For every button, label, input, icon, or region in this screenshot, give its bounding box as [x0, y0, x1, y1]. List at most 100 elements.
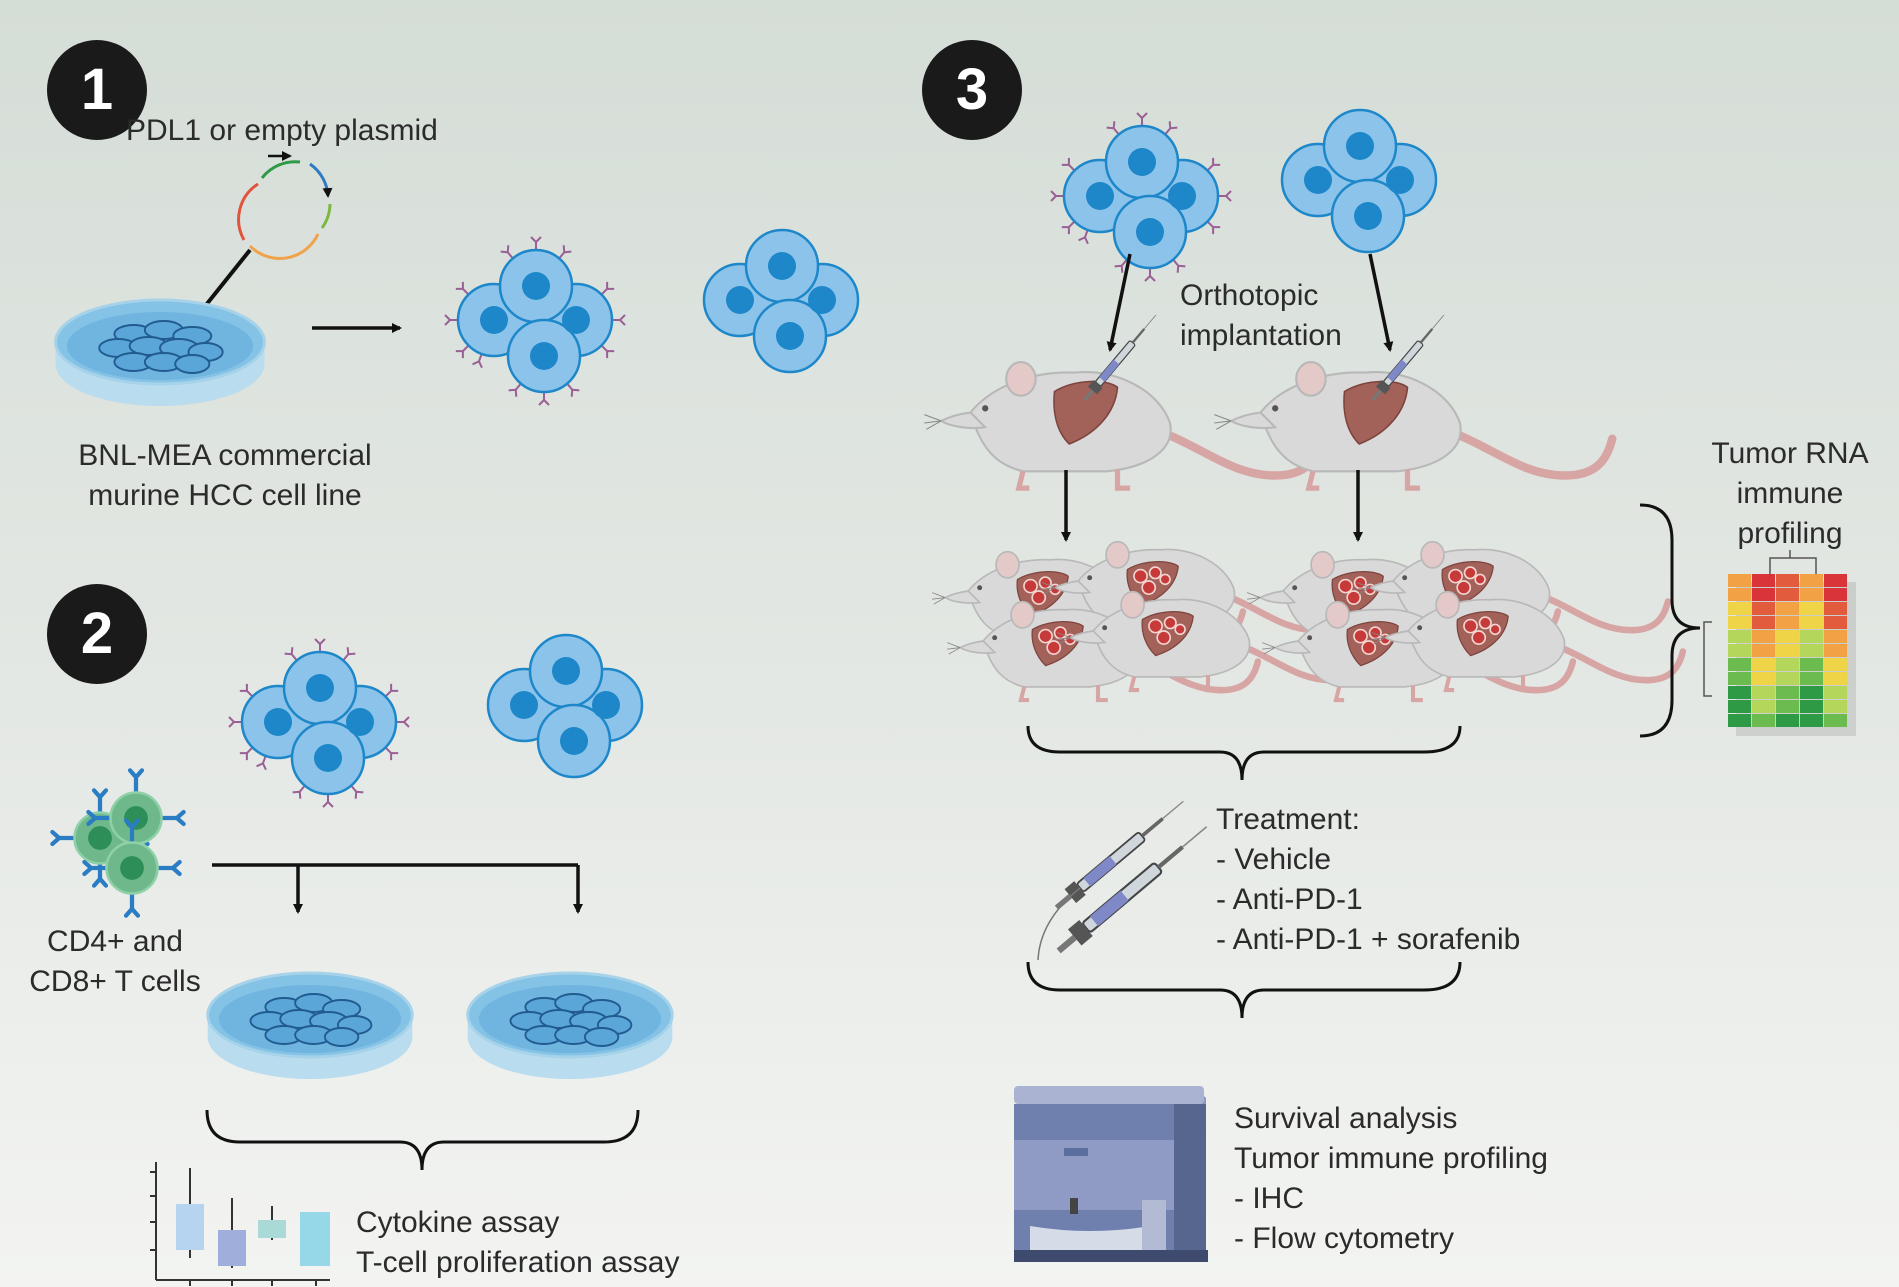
pdl1-cell-cluster-icon: [1051, 113, 1231, 281]
heatmap-cell: [1728, 714, 1751, 727]
heatmap-cell: [1800, 644, 1823, 657]
heatmap-cell: [1728, 672, 1751, 685]
implant-arrow: [1106, 253, 1132, 352]
implant-label-line2: implantation: [1180, 319, 1342, 352]
mouse-icon: [1214, 362, 1612, 488]
t-cell-icon: [52, 770, 183, 915]
heatmap-cell: [1800, 672, 1823, 685]
petri-dish-icon: [206, 971, 414, 1081]
analysis-item: - Flow cytometry: [1234, 1222, 1455, 1255]
heatmap-cell: [1776, 714, 1799, 727]
heatmap-cell: [1752, 700, 1775, 713]
heatmap-cell: [1752, 644, 1775, 657]
heatmap-cell: [1752, 630, 1775, 643]
profiling-label-line3: profiling: [1737, 517, 1843, 550]
heatmap-cell: [1776, 686, 1799, 699]
split-arrow: [212, 863, 583, 914]
step-badge-2: 2: [47, 584, 147, 684]
plain-cell-cluster-icon: [1280, 108, 1438, 254]
analysis-item: Survival analysis: [1234, 1102, 1458, 1135]
heatmap-cell: [1824, 686, 1847, 699]
heatmap-cell: [1752, 616, 1775, 629]
heatmap-cell: [1728, 630, 1751, 643]
assay-label-1: Cytokine assay: [356, 1206, 560, 1239]
profiling-brace: [1639, 503, 1701, 738]
tumor-bearing-mouse-icon: [932, 542, 1683, 700]
heatmap-cell: [1776, 644, 1799, 657]
assay-brace: [205, 1109, 640, 1171]
heatmap-cell: [1800, 700, 1823, 713]
petri-dish-icon: [466, 971, 674, 1081]
heatmap-cell: [1776, 616, 1799, 629]
heatmap-cell: [1824, 644, 1847, 657]
plain-cell-cluster-icon: [702, 228, 860, 374]
implant-label-line1: Orthotopic: [1180, 279, 1319, 312]
assay-label-2: T-cell proliferation assay: [356, 1246, 680, 1279]
heatmap-cell: [1728, 602, 1751, 615]
heatmap-cell: [1752, 672, 1775, 685]
plasmid-label: PDL1 or empty plasmid: [126, 114, 438, 147]
heatmap-cell: [1776, 588, 1799, 601]
syringe-icon: [1037, 793, 1215, 961]
heatmap-cell: [1752, 714, 1775, 727]
heatmap-cell: [1728, 616, 1751, 629]
treatment-item: - Anti-PD-1 + sorafenib: [1216, 923, 1521, 956]
heatmap-cell: [1824, 588, 1847, 601]
heatmap-cell: [1776, 672, 1799, 685]
heatmap-cell: [1800, 588, 1823, 601]
heatmap-cell: [1824, 672, 1847, 685]
heatmap-cell: [1800, 658, 1823, 671]
heatmap-cell: [1824, 700, 1847, 713]
heatmap-icon: [1703, 550, 1856, 736]
heatmap-cell: [1752, 602, 1775, 615]
box-plot-icon: [150, 1162, 330, 1286]
analysis-item: - IHC: [1234, 1182, 1304, 1215]
heatmap-cell: [1728, 644, 1751, 657]
pdl1-cell-cluster-icon: [229, 639, 409, 807]
heatmap-cell: [1800, 686, 1823, 699]
heatmap-cell: [1800, 574, 1823, 587]
step-badge-1: 1: [47, 40, 147, 140]
tcells-label-line1: CD4+ and: [47, 925, 183, 958]
heatmap-cell: [1728, 700, 1751, 713]
heatmap-cell: [1800, 616, 1823, 629]
cell-line-label-line2: murine HCC cell line: [88, 479, 362, 512]
heatmap-cell: [1776, 574, 1799, 587]
cell-line-label-line1: BNL-MEA commercial: [78, 439, 372, 472]
implant-arrow: [1368, 253, 1394, 352]
heatmap-cell: [1824, 630, 1847, 643]
tcells-label-line2: CD8+ T cells: [29, 965, 201, 998]
treatment-item: - Vehicle: [1216, 843, 1332, 876]
profiling-label-line1: Tumor RNA: [1711, 437, 1869, 470]
heatmap-cell: [1824, 574, 1847, 587]
analysis-brace: [1026, 961, 1462, 1019]
flow-cytometer-icon: [1014, 1086, 1208, 1262]
heatmap-cell: [1824, 602, 1847, 615]
heatmap-cell: [1728, 686, 1751, 699]
treatment-item: - Anti-PD-1: [1216, 883, 1363, 916]
step-badge-3: 3: [922, 40, 1022, 140]
heatmap-cell: [1752, 686, 1775, 699]
treatment-brace: [1026, 725, 1462, 781]
heatmap-cell: [1800, 714, 1823, 727]
plain-cell-cluster-icon: [486, 633, 644, 779]
analysis-item: Tumor immune profiling: [1234, 1142, 1548, 1175]
heatmap-cell: [1800, 602, 1823, 615]
heatmap-cell: [1824, 616, 1847, 629]
heatmap-cell: [1776, 630, 1799, 643]
heatmap-cell: [1728, 574, 1751, 587]
heatmap-cell: [1800, 630, 1823, 643]
heatmap-cell: [1824, 658, 1847, 671]
heatmap-cell: [1728, 658, 1751, 671]
heatmap-cell: [1824, 714, 1847, 727]
heatmap-cell: [1752, 588, 1775, 601]
pdl1-cell-cluster-icon: [445, 237, 625, 405]
heatmap-cell: [1776, 602, 1799, 615]
heatmap-cell: [1752, 574, 1775, 587]
heatmap-cell: [1776, 700, 1799, 713]
heatmap-cell: [1752, 658, 1775, 671]
plasmid-icon: [237, 151, 333, 260]
heatmap-cell: [1728, 588, 1751, 601]
petri-dish-icon: [53, 298, 266, 408]
